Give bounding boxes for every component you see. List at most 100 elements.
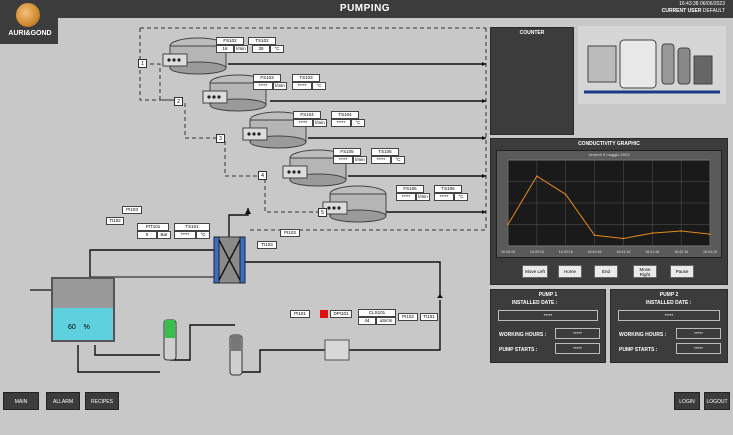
ts103-tag: TS103 [292,74,320,82]
flow-arrow-icon [245,208,251,214]
logo-mark-icon [16,3,40,27]
chart-x-tick-label: 16:41:46 [645,250,659,254]
chart-x-tick-label: 16:42:16 [674,250,688,254]
logout-button[interactable]: LOGOUT [704,392,730,410]
chart-data-point [536,175,538,177]
fs102-value: 16 [216,45,234,53]
pipe [89,249,215,277]
filter-unit-1 [162,37,227,75]
filter-number-2: 2 [174,97,183,106]
dashed-pipe [250,28,487,231]
pump-1-starts-label: PUMP STARTS : [499,347,538,353]
tank-level-fill [53,308,113,340]
fs102-tag: FS102 [216,37,244,45]
pipe [94,345,160,356]
chart-data-point [593,234,596,237]
end-button[interactable]: End [594,265,618,278]
ti101-tag: TI101 [420,313,438,321]
pump-2-installed-value: ***** [618,310,720,321]
nav-allarm-button[interactable]: ALLARM [46,392,80,410]
ts106-unit: °C [454,193,468,201]
ts103-value: ***** [292,82,312,90]
ti103-tag: TI103 [257,241,277,249]
ts101-value: ***** [174,231,196,239]
cartridge-vessel-body [324,339,350,361]
ts106-tag: TS106 [434,185,462,193]
pump-1-starts-value: ***** [555,343,600,354]
ts103-unit: °C [312,82,326,90]
fs105-unit: l/min [353,156,367,164]
home-button[interactable]: Home [558,265,582,278]
conductivity-chart: 16:38:16 16:39:16 16:40:16 16:40:46 16:41:16… [501,159,717,254]
pi102-tag: PI102 [398,313,418,321]
chart-x-tick-label: 16:41:16 [616,250,630,254]
fs103-unit: l/min [273,82,287,90]
counter-title: COUNTER [519,30,545,36]
pipe [170,324,235,361]
tank-level-value: 60 [68,324,76,331]
chart-x-tick-label: 16:40:46 [588,250,602,254]
fs105-value: ***** [333,156,353,164]
chart-header: venerdì 9 maggio 2023 [588,152,630,157]
pump-2-starts-value: ***** [676,343,721,354]
chart-data-point [507,223,509,226]
logo-text: AURI&GOND [8,30,52,37]
ti102-tag: TI102 [106,217,124,225]
pause-button[interactable]: Pause [670,265,694,278]
ts101-unit: °C [196,231,210,239]
page-title: PUMPING [339,3,391,14]
ts102-tag: TS102 [248,37,276,45]
chart-x-tick-label: 16:38:16 [501,250,515,254]
heat-exchanger-cross [218,239,241,281]
ts102-unit: °C [270,45,284,53]
fs102-unit: l/min [234,45,248,53]
pipe [345,300,441,351]
chart-data-point [651,232,654,234]
chart-x-tick-label: 16:43:16 [703,250,717,254]
dashed-pipe [264,179,320,213]
tank-level-unit: % [83,324,90,331]
pump-1-installed-label: INSTALLED DATE : [512,300,558,306]
ts101-tag: TS101 [174,223,210,231]
flow-arrow-icon [482,174,486,178]
filter-number-5: 5 [318,208,327,217]
ts104-value: ***** [331,119,351,127]
chart-x-tick-label: 16:40:16 [559,250,573,254]
ts104-tag: TS104 [331,111,359,119]
cls101-value: 44 [358,317,376,325]
nav-main-button[interactable]: MAIN [3,392,39,410]
pump-2-hours-value: ***** [676,328,721,339]
chart-x-tick-label: 16:39:16 [530,250,544,254]
fs105-tag: FS105 [333,148,361,156]
fs104-value: ***** [293,119,313,127]
user-value: DEFAULT [702,8,725,14]
fs106-value: ***** [396,193,416,201]
pipe [77,345,160,373]
pump-2-motor [231,335,241,351]
nav-recipes-button[interactable]: RECIPES [85,392,119,410]
pipe [243,261,441,295]
water-tank: 60 % [51,277,115,342]
move-right-button[interactable]: Move Right [633,265,657,278]
fs104-tag: FS104 [293,111,321,119]
logo: AURI&GOND [0,0,58,44]
pi103b-tag: PI103 [280,229,300,237]
heat-exchanger-plate [239,236,246,284]
datetime: 16:43:38 06/06/2023 [679,1,725,7]
conductivity-title: CONDUCTIVITY GRAPHIC [578,141,640,147]
pump-2-hours-label: WORKING HOURS : [619,332,667,338]
fs106-tag: FS106 [396,185,424,193]
flow-arrow-icon [482,99,486,103]
ts102-value: 35 [252,45,270,53]
filter-unit-5 [322,185,387,223]
pump-1-motor [165,320,175,338]
fs106-unit: l/min [416,193,430,201]
fs103-value: ***** [253,82,273,90]
pi103-tag: PI103 [122,206,142,214]
machine-image [578,26,726,104]
move-left-button[interactable]: Move Left [522,265,548,278]
login-button[interactable]: LOGIN [674,392,700,410]
